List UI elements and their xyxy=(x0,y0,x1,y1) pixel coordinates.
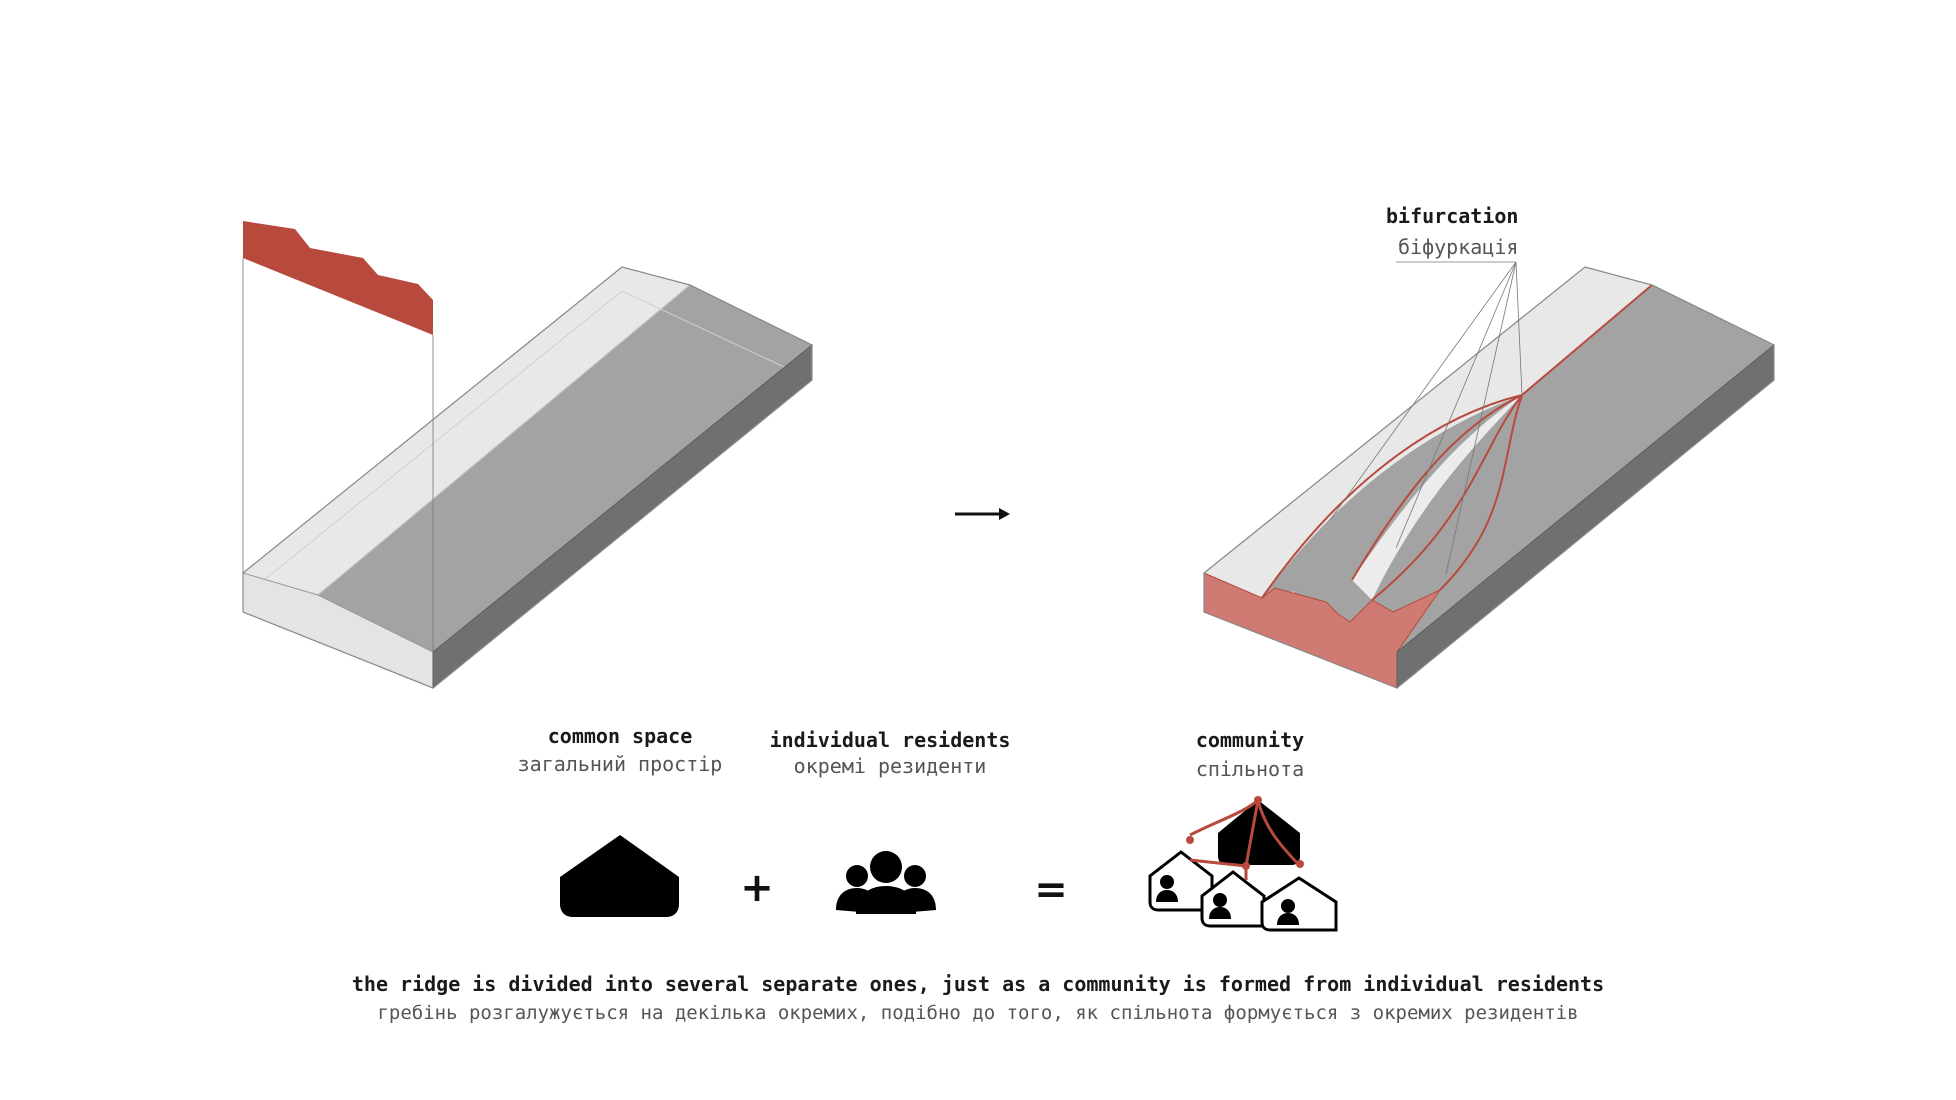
equals-operator: = xyxy=(1034,867,1068,913)
branch-strip-1 xyxy=(1262,395,1522,598)
ridge-profile-shape xyxy=(243,221,433,335)
branch-line-1 xyxy=(1261,394,1523,599)
community-label-en: community xyxy=(1195,728,1305,752)
branch-line-4 xyxy=(1439,394,1523,591)
left-slab-back-line-2 xyxy=(621,290,813,381)
house-icon xyxy=(560,835,679,917)
bifurcation-leaders xyxy=(1329,261,1523,575)
left-ridge-slab xyxy=(241,266,813,690)
left-ridge-profile xyxy=(242,221,434,652)
left-slab-outline xyxy=(242,266,813,689)
light-strip-a xyxy=(1352,395,1522,600)
right-slab-outline xyxy=(1203,266,1775,689)
bifurcation-label-uk: біфуркація xyxy=(1398,235,1519,259)
left-slab-back-line xyxy=(242,290,623,598)
community-houses-icon xyxy=(1148,796,1338,932)
individual-residents-label-en: individual residents xyxy=(769,728,1011,752)
group-of-people-icon xyxy=(836,851,936,914)
branch-line-main xyxy=(1521,284,1653,396)
right-bifurcated-slab xyxy=(1203,261,1775,690)
caption-uk: гребінь розгалужується на декілька окрем… xyxy=(377,1002,1579,1024)
right-arrow-icon xyxy=(955,508,1010,520)
plus-operator: + xyxy=(740,865,774,911)
bifurcation-label-en: bifurcation xyxy=(1386,204,1519,228)
common-space-label-en: common space xyxy=(547,724,693,748)
individual-residents-label-uk: окремі резиденти xyxy=(793,754,987,778)
common-space-label-uk: загальний простір xyxy=(517,752,723,776)
branch-line-3 xyxy=(1371,394,1523,601)
left-ridge-crest-line xyxy=(317,284,691,596)
caption-en: the ridge is divided into several separa… xyxy=(351,972,1605,996)
community-label-uk: спільнота xyxy=(1195,757,1305,781)
